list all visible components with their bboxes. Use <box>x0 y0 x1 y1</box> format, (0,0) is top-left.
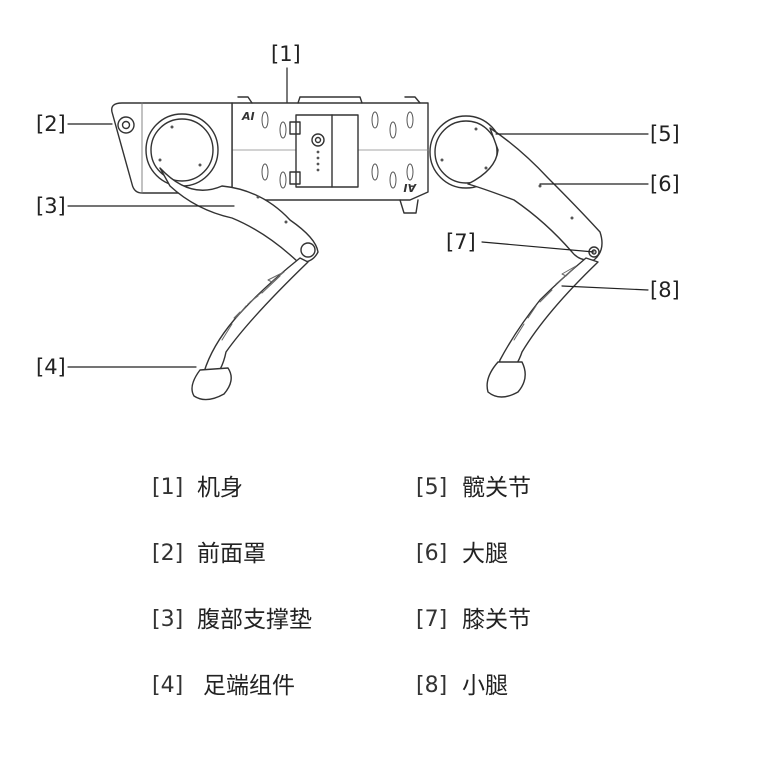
legend-num-3: [3] <box>152 607 184 632</box>
rear-thigh <box>467 127 603 262</box>
leader-line-8 <box>561 285 649 291</box>
legend-num-7: [7] <box>416 607 448 632</box>
callout-5: [5] <box>650 122 680 146</box>
legend-name-5: 髋关节 <box>462 475 531 501</box>
legend-num-8: [8] <box>416 673 448 698</box>
leader-line-7 <box>481 241 595 253</box>
robot-body <box>231 96 429 214</box>
front-foot <box>191 367 232 401</box>
legend-name-7: 膝关节 <box>462 607 531 633</box>
front-shin <box>202 242 316 383</box>
legend-num-2: [2] <box>152 541 184 566</box>
legend-name-6: 大腿 <box>462 541 508 567</box>
callout-3: [3] <box>36 194 66 218</box>
rear-shin <box>497 246 600 377</box>
leader-lines <box>67 67 649 368</box>
legend-num-6: [6] <box>416 541 448 566</box>
legend-num-4: [4] <box>152 673 184 698</box>
legend-name-3: 腹部支撑垫 <box>197 607 312 633</box>
callout-8: [8] <box>650 278 680 302</box>
legend-name-8: 小腿 <box>462 673 508 699</box>
body-logo-front: AI <box>241 110 255 123</box>
front-hip-joint <box>145 113 219 187</box>
legend-name-1: 机身 <box>197 475 243 501</box>
front-thigh <box>159 167 319 263</box>
legend-num-5: [5] <box>416 475 448 500</box>
legend-num-1: [1] <box>152 475 184 500</box>
body-logo-rear: AI <box>403 181 417 194</box>
callout-6: [6] <box>650 172 680 196</box>
callout-2: [2] <box>36 112 66 136</box>
legend-name-2: 前面罩 <box>197 541 266 567</box>
callout-7: [7] <box>446 230 476 254</box>
legend-name-4: 足端组件 <box>203 673 295 699</box>
callout-1: [1] <box>271 42 301 66</box>
rear-foot <box>486 361 526 398</box>
rear-hip-joint <box>429 115 503 189</box>
callout-4: [4] <box>36 355 66 379</box>
